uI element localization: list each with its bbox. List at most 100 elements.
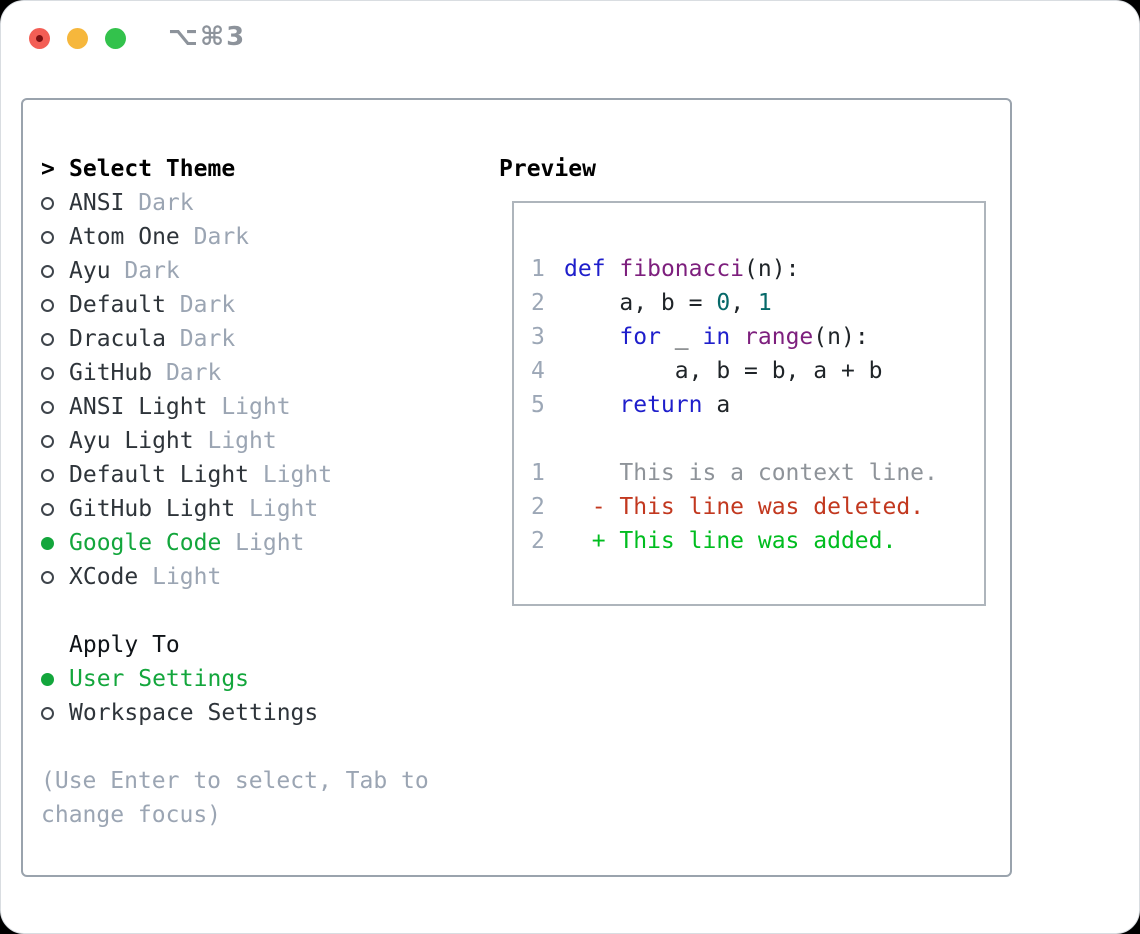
diff-line-added: 2 + This line was added. [514, 524, 984, 558]
radio-cell [41, 570, 69, 584]
theme-variant-tag: Light [249, 496, 319, 522]
theme-variant-tag: Dark [138, 190, 194, 216]
hint-text-line-2: change focus) [41, 802, 222, 828]
theme-option[interactable]: ANSI Light Light [41, 390, 429, 424]
radio-icon [41, 502, 54, 516]
blank-line [514, 422, 984, 456]
code-token [564, 388, 619, 422]
window-title: ⌥⌘3 [168, 22, 247, 52]
theme-variant-tag: Light [235, 530, 305, 556]
radio-cell [41, 196, 69, 210]
apply-option[interactable]: User Settings [41, 662, 429, 696]
theme-label: Default [69, 292, 166, 318]
theme-option[interactable]: GitHub Dark [41, 356, 429, 390]
spacer [41, 594, 429, 628]
code-token: a, b = b, a + b [564, 358, 883, 384]
apply-option[interactable]: Workspace Settings [41, 696, 429, 730]
radio-cell [41, 332, 69, 346]
code-token: range [744, 324, 814, 350]
code-line: 4 a, b = b, a + b [514, 354, 984, 388]
radio-icon [41, 298, 54, 312]
theme-label: ANSI Light [69, 394, 208, 420]
diff-line-deleted: 2 - This line was deleted. [514, 490, 984, 524]
line-number: 4 [531, 358, 545, 384]
select-theme-header: > Select Theme [41, 152, 429, 186]
radio-cell [41, 230, 69, 244]
apply-to-title: Apply To [69, 632, 180, 658]
diff-text: - This line was deleted. [564, 494, 925, 520]
hint-text-line-1: (Use Enter to select, Tab to [41, 768, 429, 794]
radio-cell [41, 366, 69, 380]
line-number: 2 [531, 290, 545, 316]
radio-icon [41, 570, 54, 584]
line-number: 2 [531, 528, 545, 554]
code-token: , [730, 290, 758, 316]
theme-label: ANSI [69, 190, 125, 216]
apply-to-header: Apply To [41, 628, 429, 662]
radio-selected-icon [41, 536, 54, 550]
theme-label: GitHub [69, 360, 153, 386]
code-token: return [619, 392, 703, 418]
theme-label: Default Light [69, 462, 250, 488]
zoom-button[interactable] [105, 28, 126, 49]
code-token [730, 320, 744, 354]
radio-cell [41, 298, 69, 312]
titlebar: ⌥⌘3 [1, 1, 1139, 75]
radio-icon [41, 434, 54, 448]
select-theme-title: Select Theme [69, 156, 236, 182]
theme-variant-tag: Light [221, 394, 291, 420]
radio-cell [41, 434, 69, 448]
close-button[interactable] [29, 28, 50, 49]
radio-cell [41, 672, 69, 686]
theme-variant-tag: Light [207, 428, 277, 454]
theme-variant-tag: Dark [165, 360, 222, 386]
radio-icon [41, 230, 54, 244]
code-line: 3 for _ in range(n): [514, 320, 984, 354]
theme-label: XCode [69, 564, 139, 590]
code-token [606, 252, 620, 286]
theme-option[interactable]: ANSI Dark [41, 186, 429, 220]
radio-icon [41, 264, 54, 278]
traffic-lights [29, 28, 126, 49]
theme-label: GitHub Light [69, 496, 236, 522]
radio-cell [41, 264, 69, 278]
code-token [564, 320, 619, 354]
theme-variant-tag: Dark [179, 326, 236, 352]
code-token: in [702, 324, 731, 350]
code-token: a, b = [564, 290, 717, 316]
selection-cursor-icon: > [41, 156, 55, 182]
diff-block: 1 This is a context line.2 - This line w… [514, 456, 984, 558]
line-number: 1 [531, 460, 545, 486]
radio-icon [41, 400, 54, 414]
code-token: def [564, 256, 606, 282]
spacer [41, 730, 429, 764]
diff-line-context: 1 This is a context line. [514, 456, 984, 490]
minimize-button[interactable] [67, 28, 88, 49]
code-token: (n): [813, 324, 869, 350]
preview-title: Preview [499, 156, 596, 182]
code-token: 1 [757, 290, 772, 316]
diff-text: + This line was added. [564, 528, 897, 554]
code-line: 5 return a [514, 388, 984, 422]
radio-icon [41, 332, 54, 346]
theme-label: Dracula [69, 326, 166, 352]
theme-label: Ayu [69, 258, 111, 284]
code-token: 0 [716, 290, 731, 316]
theme-option[interactable]: GitHub Light Light [41, 492, 429, 526]
radio-icon [41, 196, 54, 210]
theme-option[interactable]: Dracula Dark [41, 322, 429, 356]
